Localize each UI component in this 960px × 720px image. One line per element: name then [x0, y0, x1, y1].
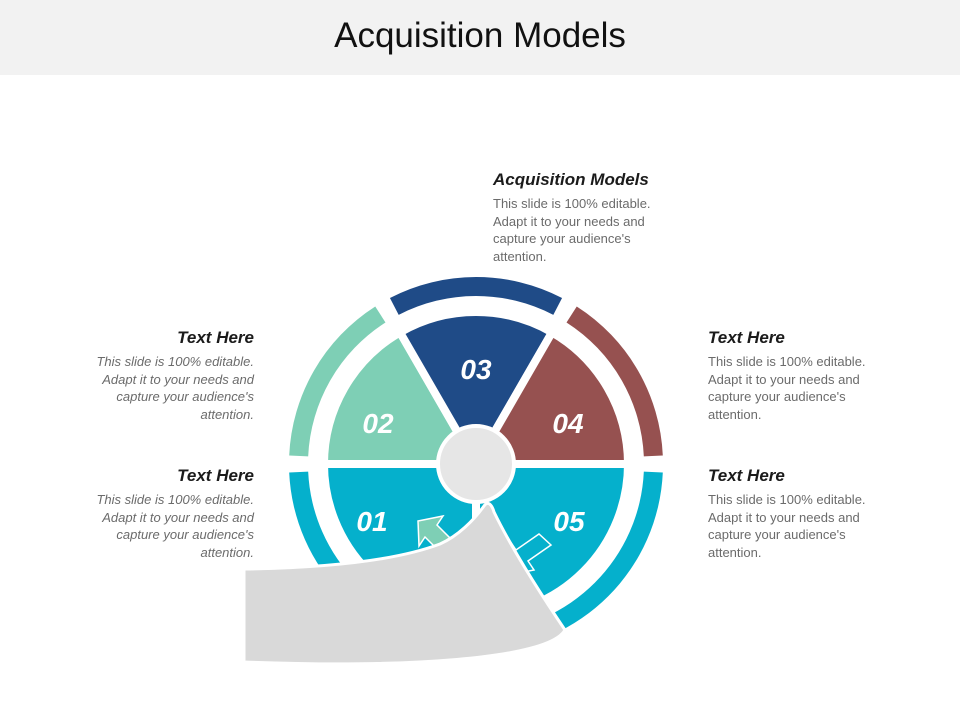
block-text: This slide is 100% editable. Adapt it to…: [708, 354, 866, 422]
segment-number-05: 05: [553, 506, 585, 537]
block-heading: Text Here: [177, 466, 254, 485]
segment-number-03: 03: [460, 354, 492, 385]
wedges: [320, 308, 632, 620]
block-text: This slide is 100% editable. Adapt it to…: [96, 492, 254, 560]
center-hub: [436, 424, 516, 504]
wedge-03: [396, 308, 556, 468]
outer-ring-segment-03: [389, 276, 563, 315]
segment-number-02: 02: [362, 408, 394, 439]
segment-number-01: 01: [356, 506, 387, 537]
outer-ring-segment-04: [566, 306, 663, 457]
text-block-top: Acquisition Models This slide is 100% ed…: [493, 170, 673, 265]
wedge-04: [472, 328, 632, 468]
block-heading: Acquisition Models: [493, 170, 649, 189]
hand-holding-icon: [242, 501, 567, 666]
block-text: This slide is 100% editable. Adapt it to…: [708, 492, 866, 560]
text-block-right-top: Text Here This slide is 100% editable. A…: [708, 328, 888, 423]
block-heading: Text Here: [708, 466, 785, 485]
wedge-02: [320, 328, 480, 468]
segment-number-04: 04: [552, 408, 584, 439]
text-block-right-bottom: Text Here This slide is 100% editable. A…: [708, 466, 888, 561]
title-bar: [0, 0, 960, 75]
segment-labels: 01 02 03 04 05: [356, 354, 585, 537]
page-title: Acquisition Models: [334, 16, 626, 55]
text-block-left-bottom: Text Here This slide is 100% editable. A…: [74, 466, 254, 561]
text-block-left-top: Text Here This slide is 100% editable. A…: [74, 328, 254, 423]
block-text: This slide is 100% editable. Adapt it to…: [96, 354, 254, 422]
outer-ring-segment-02: [289, 306, 386, 457]
block-heading: Text Here: [708, 328, 785, 347]
block-heading: Text Here: [177, 328, 254, 347]
block-text: This slide is 100% editable. Adapt it to…: [493, 196, 651, 264]
